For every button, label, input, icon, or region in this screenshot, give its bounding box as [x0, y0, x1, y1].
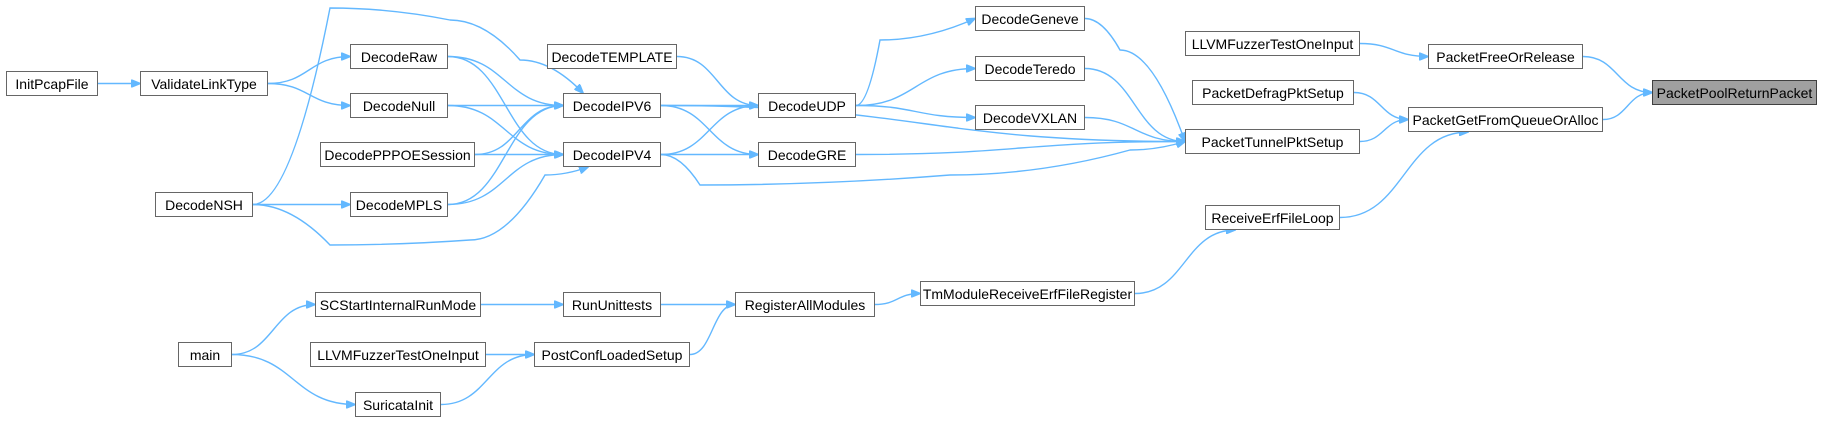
- node-packet-get-from-queue-or-alloc[interactable]: PacketGetFromQueueOrAlloc: [1408, 107, 1603, 132]
- edge-decodegre-to-packettunnelpktsetup: [855, 142, 1185, 156]
- edge-llvmfuzzertestoneinput_top-to-packetfreeorrelease: [1359, 42, 1428, 57]
- edge-decoderaw-to-decodeipv6: [447, 55, 563, 106]
- edge-receiveerffileloop-to-packetgetfromqueueoralloc: [1339, 132, 1468, 219]
- edge-decodeudp-to-decodegeneve: [855, 19, 975, 107]
- edge-decodensh-to-decodeipv6: [252, 7, 583, 206]
- node-sc-start-internal-run-mode[interactable]: SCStartInternalRunMode: [315, 292, 481, 317]
- node-decode-gre[interactable]: DecodeGRE: [758, 142, 856, 167]
- node-decode-ipv4[interactable]: DecodeIPV4: [563, 142, 661, 167]
- node-llvm-fuzzer-test-one-input-top[interactable]: LLVMFuzzerTestOneInput: [1185, 31, 1360, 56]
- node-packet-pool-return-packet[interactable]: PacketPoolReturnPacket: [1652, 80, 1817, 105]
- edge-decodeipv6-to-packettunnelpktsetup: [660, 104, 1185, 142]
- edge-decodevxlan-to-packettunnelpktsetup: [1084, 116, 1185, 142]
- node-decode-ipv6[interactable]: DecodeIPV6: [563, 93, 661, 118]
- node-packet-tunnel-pkt-setup[interactable]: PacketTunnelPktSetup: [1185, 129, 1360, 154]
- node-decode-null[interactable]: DecodeNull: [350, 93, 448, 118]
- edge-decodeudp-to-decodevxlan: [855, 104, 975, 118]
- node-receive-erf-file-loop[interactable]: ReceiveErfFileLoop: [1205, 205, 1340, 230]
- node-llvm-fuzzer-test-one-input-bottom[interactable]: LLVMFuzzerTestOneInput: [310, 342, 486, 367]
- node-decode-template[interactable]: DecodeTEMPLATE: [547, 44, 677, 69]
- edge-layer: [98, 7, 1652, 406]
- edge-main-to-suricatainit: [231, 353, 355, 405]
- edge-validatelinktype-to-decoderaw: [267, 57, 350, 85]
- edge-decodempls-to-decodeipv4: [447, 155, 563, 206]
- edge-packetfreeorrelease-to-packetpoolreturnpacket: [1582, 55, 1652, 93]
- edge-main-to-scstartinternalrunmode: [231, 305, 315, 356]
- node-packet-defrag-pkt-setup[interactable]: PacketDefragPktSetup: [1192, 80, 1354, 105]
- edge-decodenull-to-decodeipv4: [447, 104, 563, 155]
- edge-decodegeneve-to-packettunnelpktsetup: [1084, 17, 1185, 142]
- edge-decodetemplate-to-decodeudp: [676, 55, 758, 106]
- edge-packettunnelpktsetup-to-packetgetfromqueueoralloc: [1359, 120, 1408, 143]
- edge-decodeteredo-to-packettunnelpktsetup: [1084, 67, 1185, 142]
- edge-tmmodulereceiveerffileregister-to-receiveerffileloop: [1134, 230, 1235, 295]
- node-tm-module-receive-erf-file-register[interactable]: TmModuleReceiveErfFileRegister: [920, 281, 1135, 306]
- node-decode-teredo[interactable]: DecodeTeredo: [975, 56, 1085, 81]
- edge-decodeudp-to-decodeteredo: [855, 69, 975, 107]
- edge-suricatainit-to-postconfloadedsetup: [440, 355, 534, 406]
- node-decode-pppoe-session[interactable]: DecodePPPOESession: [320, 142, 475, 167]
- edge-decodeipv4-to-packettunnelpktsetup: [660, 142, 1185, 186]
- edge-decodempls-to-decodeipv6: [447, 106, 563, 206]
- node-decode-geneve[interactable]: DecodeGeneve: [975, 6, 1085, 31]
- node-decode-vxlan[interactable]: DecodeVXLAN: [975, 105, 1085, 130]
- node-decode-nsh[interactable]: DecodeNSH: [155, 192, 253, 217]
- edge-decodensh-to-decodeipv4: [252, 167, 588, 246]
- node-packet-free-or-release[interactable]: PacketFreeOrRelease: [1428, 44, 1583, 69]
- edge-decodepppoesession-to-decodeipv6: [474, 106, 563, 156]
- edge-packetgetfromqueueoralloc-to-packetpoolreturnpacket: [1602, 93, 1652, 121]
- edge-postconfloadedsetup-to-registerallmodules: [689, 305, 735, 356]
- node-validate-link-type[interactable]: ValidateLinkType: [140, 71, 268, 96]
- node-run-unittests[interactable]: RunUnittests: [563, 292, 661, 317]
- node-main[interactable]: main: [178, 342, 232, 367]
- node-init-pcap-file[interactable]: InitPcapFile: [6, 71, 98, 96]
- node-decode-udp[interactable]: DecodeUDP: [758, 93, 856, 118]
- node-post-conf-loaded-setup[interactable]: PostConfLoadedSetup: [534, 342, 690, 367]
- node-decode-raw[interactable]: DecodeRaw: [350, 44, 448, 69]
- edge-validatelinktype-to-decodenull: [267, 82, 350, 106]
- edge-packetdefragpktsetup-to-packetgetfromqueueoralloc: [1353, 91, 1408, 120]
- node-suricata-init[interactable]: SuricataInit: [355, 392, 441, 417]
- edge-decodeipv6-to-decodegre: [660, 104, 758, 155]
- edge-registerallmodules-to-tmmodulereceiveerffileregister: [874, 294, 920, 306]
- node-register-all-modules[interactable]: RegisterAllModules: [735, 292, 875, 317]
- node-decode-mpls[interactable]: DecodeMPLS: [350, 192, 448, 217]
